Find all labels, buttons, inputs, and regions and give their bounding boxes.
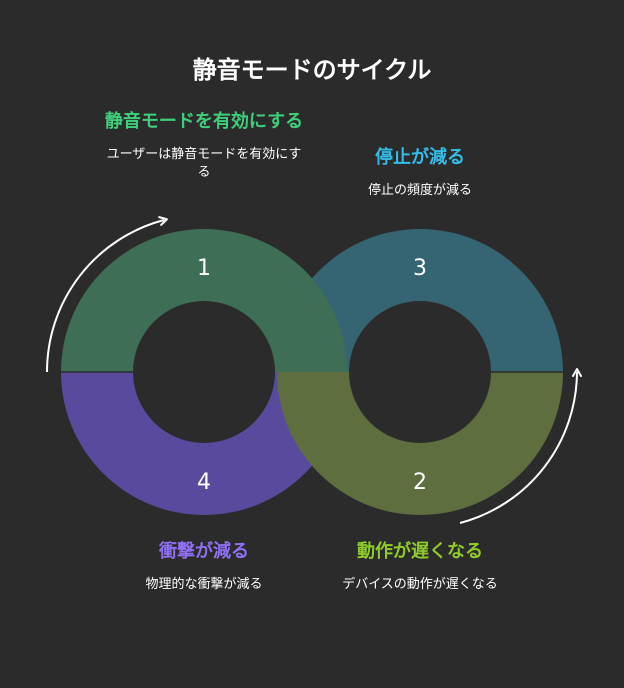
- diagram-title: 静音モードのサイクル: [192, 56, 432, 84]
- stage-4-number: 4: [197, 470, 211, 495]
- stage-4-segment: [61, 372, 347, 515]
- cycle-arrow-left: [45, 216, 168, 373]
- stage-1-label: 静音モードを有効にする ユーザーは静音モードを有効にする: [104, 110, 304, 182]
- stage-3-label: 停止が減る 停止の頻度が減る: [320, 146, 520, 200]
- stage-3-heading: 停止が減る: [375, 147, 465, 168]
- stage-1-heading: 静音モードを有効にする: [104, 111, 304, 132]
- stage-2-heading: 動作が遅くなる: [357, 541, 483, 562]
- stage-2-description: デバイスの動作が遅くなる: [342, 577, 498, 592]
- stage-1-number: 1: [197, 256, 211, 281]
- stage-3-description: 停止の頻度が減る: [367, 183, 472, 198]
- stage-1-segment: [61, 229, 347, 372]
- cycle-arrow-right: [459, 368, 582, 524]
- stage-4-description: 物理的な衝撃が減る: [145, 577, 263, 592]
- stage-2-label: 動作が遅くなる デバイスの動作が遅くなる: [320, 540, 520, 594]
- stage-2-segment: [277, 372, 563, 515]
- stage-2-number: 2: [413, 470, 427, 495]
- stage-3-number: 3: [413, 256, 427, 281]
- stage-3-segment: [277, 229, 563, 372]
- stage-1-description: ユーザーは静音モードを有効にする: [106, 147, 302, 180]
- stage-4-heading: 衝撃が減る: [159, 541, 249, 562]
- stage-4-label: 衝撃が減る 物理的な衝撃が減る: [104, 540, 304, 594]
